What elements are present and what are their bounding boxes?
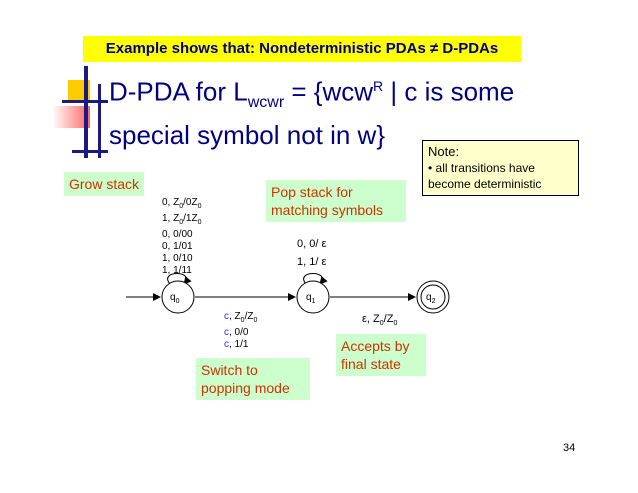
state-name: q xyxy=(306,292,312,303)
label-text: , Z xyxy=(229,311,241,322)
c-symbol: c xyxy=(224,311,229,322)
state-subscript: 2 xyxy=(431,298,436,305)
note-line: • all transitions have xyxy=(428,161,535,175)
label-text: ε, Z xyxy=(362,313,380,325)
callout-text: popping mode xyxy=(201,380,290,396)
state-name: q xyxy=(170,292,176,303)
label-sub: 0 xyxy=(379,320,384,328)
title-superscript: R xyxy=(373,78,384,94)
transition-label: 0, 0/00 xyxy=(162,229,193,240)
state-q2-accept-ring xyxy=(420,284,446,310)
callout-grow-stack: Grow stack xyxy=(64,172,145,196)
transition-label: 1, 0/10 xyxy=(162,253,193,264)
transition-label: 1, Z0/1Z0 xyxy=(162,213,202,229)
transition-label: 0, 0/ ε xyxy=(297,238,327,250)
c-symbol: c xyxy=(224,327,229,338)
page-number: 34 xyxy=(563,442,576,454)
label-text: /0Z xyxy=(183,197,198,208)
title-subscript: wcwr xyxy=(247,93,285,111)
decor-line xyxy=(98,84,101,158)
decor-red-gradient xyxy=(52,106,90,128)
q1-q2-label: ε, Z0/Z0 xyxy=(362,313,397,330)
decor-line xyxy=(84,66,88,158)
banner: Example shows that: Nondeterministic PDA… xyxy=(83,36,521,62)
label-text: 1, Z xyxy=(162,213,180,224)
label-sub: 0 xyxy=(253,317,258,324)
callout-text: Switch to xyxy=(201,362,258,378)
label-text: , 1/1 xyxy=(229,339,249,350)
note-heading: Note: xyxy=(428,144,460,159)
decor-line xyxy=(72,150,108,153)
label-sub: 0 xyxy=(393,320,398,328)
callout-pop-stack: Pop stack for matching symbols xyxy=(266,180,406,222)
slide-title: D-PDA for Lwcwr = {wcwR | c is some spec… xyxy=(109,70,609,151)
q1-loop-labels: 0, 0/ ε 1, 1/ ε xyxy=(297,236,326,270)
q0-q1-labels: c, Z0/Z0 c, 0/0 c, 1/1 xyxy=(224,311,257,351)
state-q0-circle xyxy=(161,280,195,314)
label-sub: 0 xyxy=(240,317,245,324)
q0-loop-labels: 0, Z0/0Z0 1, Z0/1Z0 0, 0/00 0, 1/01 1, 0… xyxy=(162,197,202,277)
state-q0-label: q0 xyxy=(170,292,179,308)
title-text: = {wcw xyxy=(284,76,374,107)
label-text: /Z xyxy=(383,313,394,325)
callout-text: final state xyxy=(341,356,401,372)
transition-label: 0, 1/01 xyxy=(162,241,193,252)
note-line: become deterministic xyxy=(428,177,542,191)
callout-text: matching symbols xyxy=(271,202,384,218)
transition-label: c, 0/0 xyxy=(224,327,257,339)
label-text: /1Z xyxy=(183,213,198,224)
transition-label: 0, Z0/0Z0 xyxy=(162,197,202,213)
title-line-2: special symbol not in w} xyxy=(109,119,386,150)
loop-q0 xyxy=(167,273,192,285)
transition-label: c, 1/1 xyxy=(224,339,257,351)
callout-text: Grow stack xyxy=(69,176,140,192)
transition-label: 1, 1/11 xyxy=(162,265,192,276)
title-text: D-PDA for L xyxy=(109,76,248,107)
label-text: /Z xyxy=(244,311,254,322)
transition-label: 1, 1/ ε xyxy=(297,256,327,268)
state-q2-circle xyxy=(416,280,450,314)
label-text: , 0/0 xyxy=(229,327,249,338)
label-sub: 0 xyxy=(197,203,202,210)
label-text: 0, Z xyxy=(162,197,180,208)
note-box: Note: • all transitions have become dete… xyxy=(422,140,579,196)
callout-accepts: Accepts by final state xyxy=(336,334,426,376)
callout-text: Accepts by xyxy=(341,338,410,354)
state-q1-circle xyxy=(296,280,330,314)
callout-switch-mode: Switch to popping mode xyxy=(196,358,310,400)
label-sub: 0 xyxy=(197,219,202,226)
decor-line xyxy=(62,100,108,103)
title-line-1: D-PDA for Lwcwr = {wcwR | c is some xyxy=(109,70,609,119)
state-name: q xyxy=(426,292,432,303)
label-sub: 0 xyxy=(179,203,184,210)
state-q1-label: q1 xyxy=(306,292,315,308)
state-subscript: 0 xyxy=(175,298,180,305)
loop-q1 xyxy=(303,273,328,285)
state-q2-label: q2 xyxy=(426,292,435,308)
transition-label: c, Z0/Z0 xyxy=(224,311,257,327)
label-sub: 0 xyxy=(179,219,184,226)
callout-text: Pop stack for xyxy=(271,184,353,200)
title-text: | c is some xyxy=(383,76,515,107)
state-subscript: 1 xyxy=(311,298,316,305)
c-symbol: c xyxy=(224,339,229,350)
